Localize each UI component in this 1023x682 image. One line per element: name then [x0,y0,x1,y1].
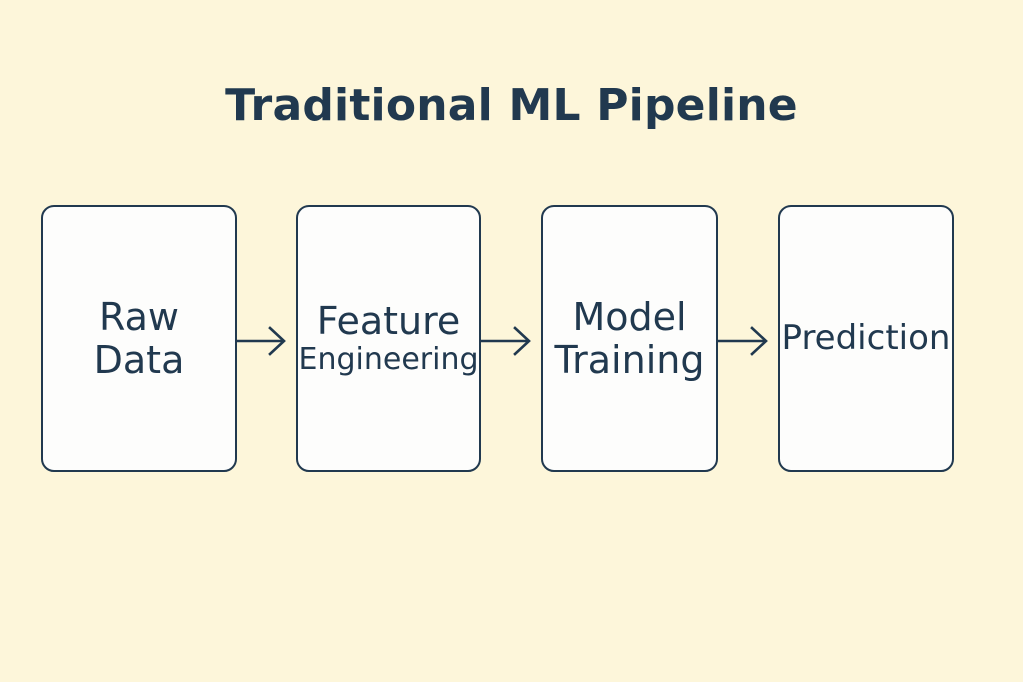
stage-label-line: Data [93,337,185,382]
arrow-right-icon [718,325,778,357]
stage-box-prediction[interactable]: Prediction [778,205,954,472]
stage-label-line: Engineering [298,341,479,377]
stage-label-line: Model [572,294,687,339]
page-title: Traditional ML Pipeline [225,80,798,131]
stage-label-line: Raw [99,294,179,339]
stage-label-line: Feature [316,299,461,344]
stage-label-line: Training [554,337,705,382]
stage-box-raw-data[interactable]: Raw Data [41,205,237,472]
arrow-right-icon [237,325,296,357]
stage-box-feature-engineering[interactable]: Feature Engineering [296,205,481,472]
stage-label-line: Prediction [781,318,951,359]
stage-box-model-training[interactable]: Model Training [541,205,718,472]
arrow-right-icon [481,325,541,357]
